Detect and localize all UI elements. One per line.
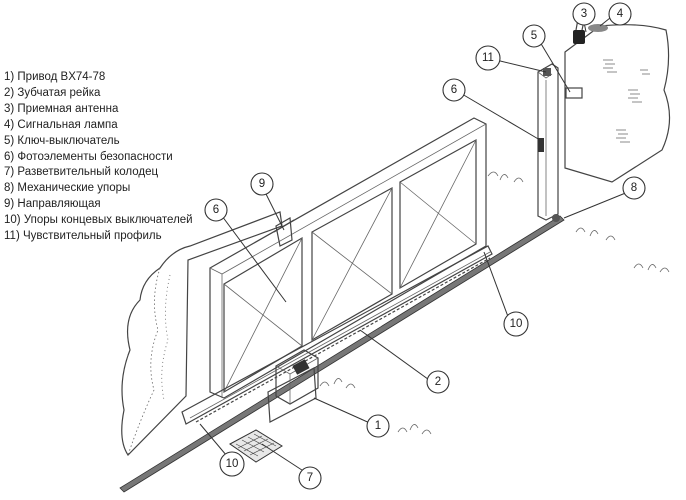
leader-lines: [199, 17, 629, 475]
callout-6-right: 6: [442, 78, 466, 102]
legend-item-1: 1) Привод BX74-78: [4, 71, 106, 83]
callout-8: 8: [622, 176, 646, 200]
ground-rail: [119, 215, 565, 493]
callout-3: 3: [572, 2, 596, 26]
callout-10-left: 10: [219, 451, 245, 477]
key-switch-icon: [565, 87, 583, 99]
sensitive-profile-block: [543, 68, 551, 76]
mechanical-stop-right: [552, 214, 560, 222]
callout-7: 7: [298, 466, 322, 490]
callout-10-right: 10: [503, 311, 529, 337]
callout-5: 5: [522, 24, 546, 48]
junction-pit: [229, 429, 283, 463]
signal-lamp-icon: [588, 24, 608, 32]
legend-item-5: 5) Ключ-выключатель: [4, 134, 120, 147]
svg-text:9: 9: [259, 178, 265, 190]
legend-item-9: 9) Направляющая: [4, 198, 101, 211]
svg-text:11: 11: [482, 52, 494, 64]
legend-item-8: 8) Механические упоры: [4, 182, 131, 195]
motor-unit: [267, 349, 319, 423]
svg-text:10: 10: [226, 458, 239, 470]
svg-text:8: 8: [631, 182, 637, 194]
legend-list: 1) Привод BX74-78 2) Зубчатая рейка 3) П…: [4, 70, 193, 245]
svg-text:10: 10: [510, 318, 523, 330]
photocell-right: [538, 138, 544, 152]
legend-item-6: 6) Фотоэлементы безопасности: [4, 150, 173, 163]
grass-tufts: [319, 171, 670, 435]
svg-text:1: 1: [375, 420, 381, 432]
legend-item-3: 3) Приемная антенна: [4, 102, 119, 115]
svg-text:6: 6: [451, 84, 457, 96]
callouts: 1 2 3 4 5 6 6 8 9 10 10 11 7: [204, 2, 646, 490]
callout-6-left: 6: [204, 198, 228, 222]
left-wall: [121, 211, 283, 456]
antenna-icon: [573, 30, 585, 44]
callout-11: 11: [475, 45, 501, 71]
guide-bracket: [273, 217, 295, 247]
legend-item-4: 4) Сигнальная лампа: [4, 118, 118, 131]
track-and-rack: [181, 245, 493, 425]
brick-texture: [603, 59, 650, 143]
callout-1: 1: [366, 414, 390, 438]
legend-item-7: 7) Разветвительный колодец: [4, 166, 159, 179]
legend-item-11: 11) Чувствительный профиль: [4, 230, 162, 243]
gate-post: [537, 63, 559, 221]
callout-9: 9: [250, 172, 274, 196]
svg-text:3: 3: [581, 8, 587, 20]
svg-text:7: 7: [307, 472, 313, 484]
gate-frame: [209, 117, 487, 399]
right-wall: [564, 24, 671, 183]
callout-4: 4: [608, 2, 632, 26]
svg-text:2: 2: [435, 376, 441, 388]
legend-item-10: 10) Упоры концевых выключателей: [4, 214, 193, 227]
svg-text:4: 4: [617, 8, 624, 20]
callout-2: 2: [426, 370, 450, 394]
legend-item-2: 2) Зубчатая рейка: [4, 86, 101, 99]
svg-text:6: 6: [213, 204, 219, 216]
svg-text:5: 5: [531, 30, 537, 42]
